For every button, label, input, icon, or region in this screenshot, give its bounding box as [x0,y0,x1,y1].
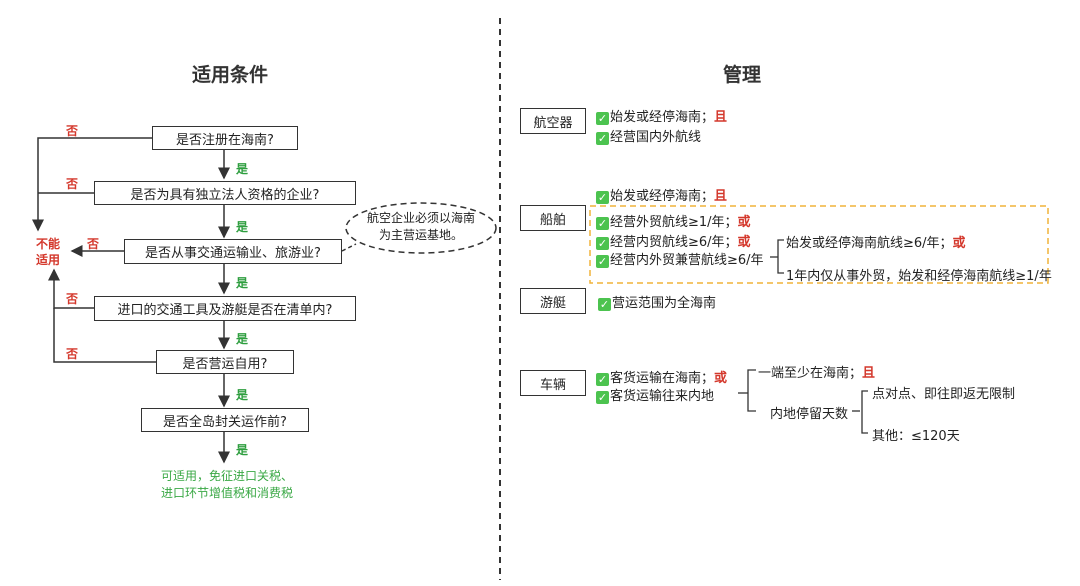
category-aircraft: 航空器 [520,108,586,134]
ship-option-1: ✓经营外贸航线≥1/年；或 [596,215,751,230]
no-label: 否 [66,177,79,191]
vehicle-condition-2: ✓客货运输往来内地 [596,389,715,404]
no-label: 否 [66,292,79,306]
note-line2: 为主营运基地。 [378,228,463,242]
check-icon: ✓ [596,391,609,404]
yacht-condition: ✓营运范围为全海南 [598,296,717,311]
check-icon: ✓ [596,132,609,145]
category-yacht: 游艇 [520,288,586,314]
result-line2: 进口环节增值税和消费税 [160,486,293,500]
yes-label: 是 [236,332,249,346]
aircraft-condition-2: ✓经营国内外航线 [596,130,702,145]
ship-option-2: ✓经营内贸航线≥6/年；或 [596,235,751,250]
applicable-result: 可适用，免征进口关税、 进口环节增值税和消费税 [150,468,304,502]
vehicle-branch-1: 一端至少在海南；且 [758,366,876,381]
airline-base-note: 航空企业必须以海南 为主营运基地。 [350,210,492,244]
vehicle-leaf-1: 点对点、即往即返无限制 [872,387,1016,402]
check-icon: ✓ [596,112,609,125]
no-label: 否 [87,237,100,251]
ship-option-3: ✓经营内外贸兼营航线≥6/年 [596,253,764,268]
question-on-list: 进口的交通工具及游艇是否在清单内? [94,296,356,321]
question-registered-hainan: 是否注册在海南? [152,126,298,150]
question-transport-tourism: 是否从事交通运输业、旅游业? [124,239,342,264]
check-icon: ✓ [596,191,609,204]
check-icon: ✓ [596,255,609,268]
category-vehicle: 车辆 [520,370,586,396]
category-ship: 船舶 [520,205,586,231]
ship-sub-option-1: 始发或经停海南航线≥6/年；或 [786,236,966,251]
no-label: 否 [66,347,79,361]
yes-label: 是 [236,276,249,290]
aircraft-condition-1: ✓始发或经停海南；且 [596,110,728,125]
ship-condition-top: ✓始发或经停海南；且 [596,189,728,204]
check-icon: ✓ [596,373,609,386]
question-independent-legal-person: 是否为具有独立法人资格的企业? [94,181,356,205]
check-icon: ✓ [596,237,609,250]
not-applicable-label: 不能 适用 [36,236,60,268]
not-applicable-line1: 不能 [36,237,61,251]
yes-label: 是 [236,388,249,402]
yes-label: 是 [236,162,249,176]
note-line1: 航空企业必须以海南 [366,211,475,225]
check-icon: ✓ [596,217,609,230]
right-title: 管理 [723,64,762,86]
vehicle-leaf-2: 其他：≤120天 [872,429,960,444]
yes-label: 是 [236,443,249,457]
question-self-use: 是否营运自用? [156,350,294,374]
question-before-island-closure: 是否全岛封关运作前? [141,408,309,432]
result-line1: 可适用，免征进口关税、 [160,469,293,483]
ship-sub-option-2: 1年内仅从事外贸，始发和经停海南航线≥1/年 [786,269,1052,284]
yes-label: 是 [236,220,249,234]
left-title: 适用条件 [192,64,269,86]
vehicle-condition-1: ✓客货运输在海南；或 [596,371,728,386]
vehicle-branch-2: 内地停留天数 [770,407,849,422]
not-applicable-line2: 适用 [36,253,61,267]
check-icon: ✓ [598,298,611,311]
no-label: 否 [66,124,79,138]
